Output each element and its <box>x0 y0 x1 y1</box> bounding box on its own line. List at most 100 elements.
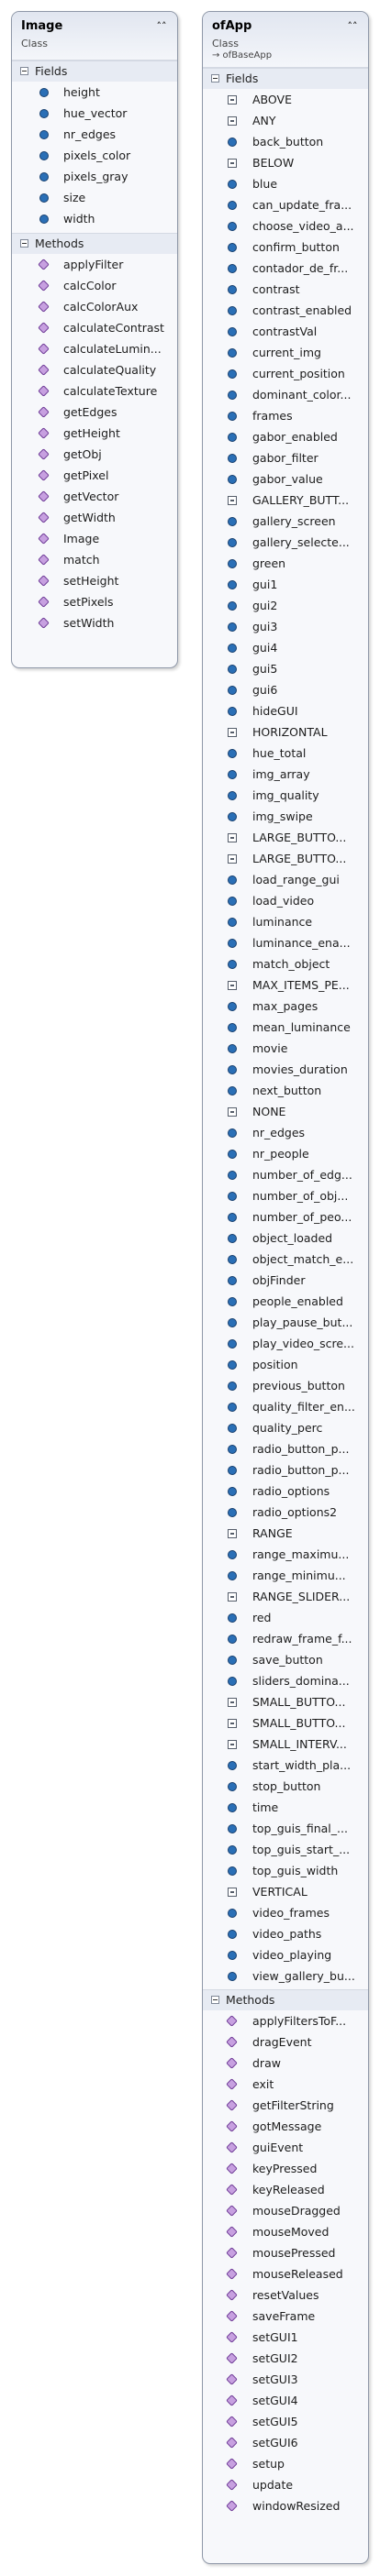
method-row[interactable]: applyFilter <box>12 254 177 275</box>
field-row[interactable]: img_array <box>203 764 368 785</box>
field-row[interactable]: contador_de_fr... <box>203 258 368 279</box>
method-row[interactable]: setHeight <box>12 570 177 591</box>
field-row[interactable]: top_guis_final_... <box>203 1818 368 1839</box>
field-row[interactable]: ABOVE <box>203 89 368 110</box>
method-row[interactable]: applyFiltersToF... <box>203 2010 368 2031</box>
field-row[interactable]: pixels_color <box>12 145 177 166</box>
field-row[interactable]: next_button <box>203 1080 368 1101</box>
method-row[interactable]: calcColor <box>12 275 177 296</box>
field-row[interactable]: hue_vector <box>12 103 177 124</box>
field-row[interactable]: can_update_fra... <box>203 194 368 215</box>
field-row[interactable]: hideGUI <box>203 700 368 721</box>
field-row[interactable]: back_button <box>203 131 368 152</box>
field-row[interactable]: video_playing <box>203 1944 368 1965</box>
field-row[interactable]: start_width_pla... <box>203 1755 368 1776</box>
field-row[interactable]: GALLERY_BUTT... <box>203 490 368 511</box>
field-row[interactable]: nr_edges <box>12 124 177 145</box>
field-row[interactable]: radio_button_p... <box>203 1438 368 1459</box>
method-row[interactable]: keyPressed <box>203 2158 368 2179</box>
field-row[interactable]: ANY <box>203 110 368 131</box>
field-row[interactable]: number_of_obj... <box>203 1185 368 1206</box>
field-row[interactable]: gui2 <box>203 595 368 616</box>
field-row[interactable]: people_enabled <box>203 1291 368 1312</box>
field-row[interactable]: top_guis_start_... <box>203 1839 368 1860</box>
field-row[interactable]: nr_people <box>203 1143 368 1164</box>
field-row[interactable]: choose_video_a... <box>203 215 368 237</box>
field-row[interactable]: gabor_filter <box>203 447 368 468</box>
field-row[interactable]: gui1 <box>203 574 368 595</box>
method-row[interactable]: dragEvent <box>203 2031 368 2053</box>
field-row[interactable]: gui5 <box>203 658 368 679</box>
field-row[interactable]: nr_edges <box>203 1122 368 1143</box>
field-row[interactable]: video_frames <box>203 1902 368 1923</box>
method-row[interactable]: mouseDragged <box>203 2200 368 2221</box>
field-row[interactable]: contrast <box>203 279 368 300</box>
method-row[interactable]: mouseMoved <box>203 2221 368 2242</box>
method-row[interactable]: calculateContrast <box>12 317 177 338</box>
method-row[interactable]: getObj <box>12 444 177 465</box>
collapse-icon[interactable]: ˄˄ <box>156 20 167 32</box>
field-row[interactable]: sliders_domina... <box>203 1670 368 1691</box>
field-row[interactable]: img_quality <box>203 785 368 806</box>
field-row[interactable]: position <box>203 1354 368 1375</box>
field-row[interactable]: hue_total <box>203 743 368 764</box>
field-row[interactable]: MAX_ITEMS_PE... <box>203 974 368 996</box>
method-row[interactable]: gotMessage <box>203 2116 368 2137</box>
field-row[interactable]: BELOW <box>203 152 368 173</box>
field-row[interactable]: VERTICAL <box>203 1881 368 1902</box>
fields-section-header[interactable]: Fields <box>203 68 368 89</box>
field-row[interactable]: current_position <box>203 363 368 384</box>
field-row[interactable]: luminance <box>203 911 368 932</box>
field-row[interactable]: gabor_enabled <box>203 426 368 447</box>
field-row[interactable]: mean_luminance <box>203 1017 368 1038</box>
field-row[interactable]: range_maximu... <box>203 1544 368 1565</box>
field-row[interactable]: gabor_value <box>203 468 368 490</box>
field-row[interactable]: movie <box>203 1038 368 1059</box>
field-row[interactable]: stop_button <box>203 1776 368 1797</box>
method-row[interactable]: setup <box>203 2453 368 2474</box>
method-row[interactable]: getPixel <box>12 465 177 486</box>
field-row[interactable]: radio_options2 <box>203 1502 368 1523</box>
method-row[interactable]: Image <box>12 528 177 549</box>
field-row[interactable]: confirm_button <box>203 237 368 258</box>
field-row[interactable]: HORIZONTAL <box>203 721 368 743</box>
field-row[interactable]: frames <box>203 405 368 426</box>
field-row[interactable]: NONE <box>203 1101 368 1122</box>
method-row[interactable]: saveFrame <box>203 2306 368 2327</box>
field-row[interactable]: red <box>203 1607 368 1628</box>
field-row[interactable]: video_paths <box>203 1923 368 1944</box>
method-row[interactable]: getEdges <box>12 402 177 423</box>
method-row[interactable]: windowResized <box>203 2495 368 2516</box>
methods-section-header[interactable]: Methods <box>12 233 177 254</box>
method-row[interactable]: mousePressed <box>203 2242 368 2263</box>
field-row[interactable]: blue <box>203 173 368 194</box>
method-row[interactable]: mouseReleased <box>203 2263 368 2284</box>
method-row[interactable]: getVector <box>12 486 177 507</box>
field-row[interactable]: height <box>12 82 177 103</box>
field-row[interactable]: time <box>203 1797 368 1818</box>
field-row[interactable]: max_pages <box>203 996 368 1017</box>
field-row[interactable]: view_gallery_bu... <box>203 1965 368 1987</box>
method-row[interactable]: keyReleased <box>203 2179 368 2200</box>
method-row[interactable]: calculateQuality <box>12 359 177 380</box>
collapse-icon[interactable]: ˄˄ <box>347 20 358 32</box>
field-row[interactable]: quality_perc <box>203 1417 368 1438</box>
field-row[interactable]: gui4 <box>203 637 368 658</box>
method-row[interactable]: setGUI4 <box>203 2390 368 2411</box>
field-row[interactable]: gui6 <box>203 679 368 700</box>
field-row[interactable]: SMALL_INTERV... <box>203 1734 368 1755</box>
methods-section-header[interactable]: Methods <box>203 1989 368 2010</box>
method-row[interactable]: getFilterString <box>203 2095 368 2116</box>
field-row[interactable]: RANGE_SLIDER... <box>203 1586 368 1607</box>
method-row[interactable]: setGUI3 <box>203 2369 368 2390</box>
method-row[interactable]: setPixels <box>12 591 177 612</box>
field-row[interactable]: LARGE_BUTTO... <box>203 848 368 869</box>
field-row[interactable]: load_video <box>203 890 368 911</box>
method-row[interactable]: update <box>203 2474 368 2495</box>
field-row[interactable]: match_object <box>203 953 368 974</box>
field-row[interactable]: SMALL_BUTTO... <box>203 1712 368 1734</box>
field-row[interactable]: save_button <box>203 1649 368 1670</box>
field-row[interactable]: load_range_gui <box>203 869 368 890</box>
field-row[interactable]: objFinder <box>203 1270 368 1291</box>
ofapp-class-header[interactable]: ofApp Class → ofBaseApp ˄˄ <box>203 12 368 68</box>
